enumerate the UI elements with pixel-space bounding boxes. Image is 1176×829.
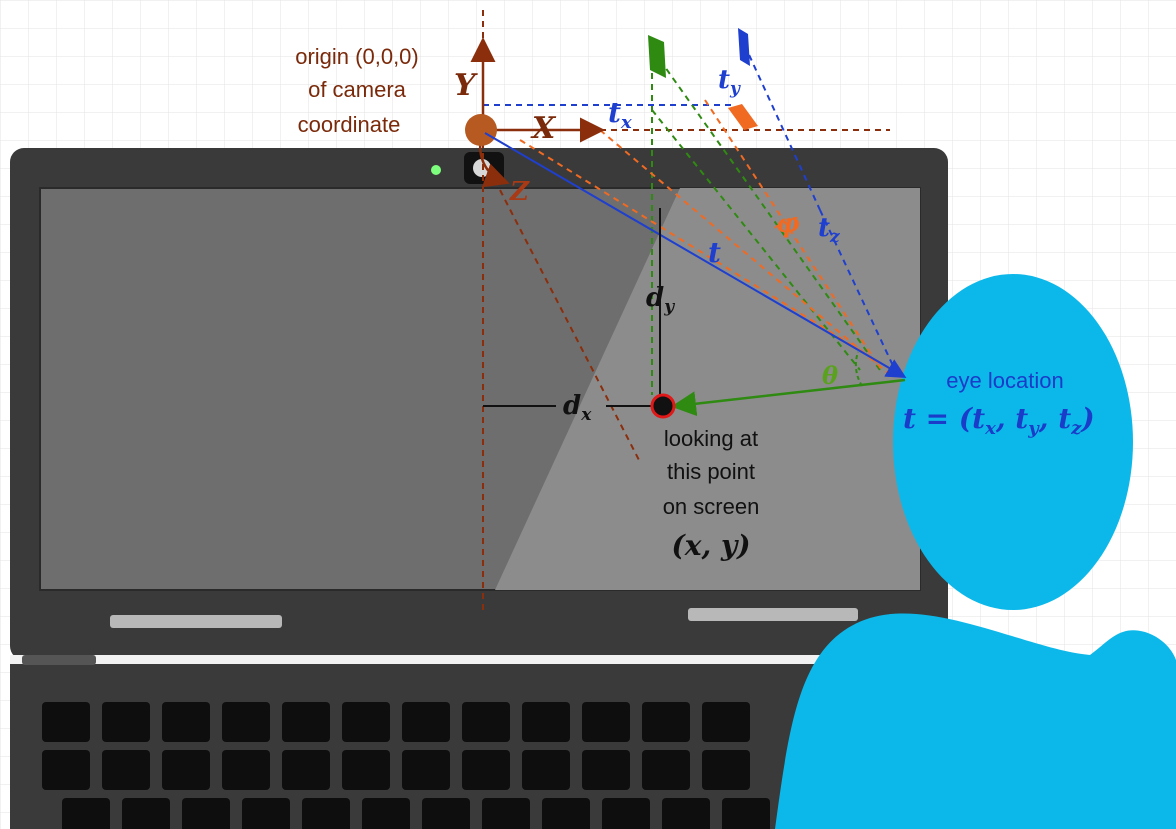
hinge-strip xyxy=(10,655,948,664)
blue-projection-plane xyxy=(738,28,750,66)
keyboard-key xyxy=(482,798,530,829)
orange-guide-2 xyxy=(704,99,881,369)
green-projection-plane xyxy=(648,35,666,78)
look-label-line1: looking at xyxy=(664,426,758,451)
webcam-indicator-light xyxy=(431,165,441,175)
keyboard-key xyxy=(242,798,290,829)
hinge-left xyxy=(22,655,96,665)
keyboard-key xyxy=(102,702,150,742)
origin-label-line3: coordinate xyxy=(298,112,401,137)
keyboard-key xyxy=(462,702,510,742)
eye-location-formula: t = (tx, ty, tz) xyxy=(903,402,1095,439)
look-label-line2: this point xyxy=(667,459,755,484)
keyboard-key xyxy=(702,702,750,742)
lid-foot-right xyxy=(688,608,858,621)
keyboard-key xyxy=(282,702,330,742)
keyboard-key xyxy=(642,702,690,742)
keyboard-key xyxy=(162,750,210,790)
z-axis-label: Z xyxy=(509,177,530,207)
keyboard-key xyxy=(462,750,510,790)
orange-guide-3 xyxy=(519,139,901,376)
origin-label: origin (0,0,0) of camera coordinate xyxy=(295,44,419,137)
keyboard-key xyxy=(302,798,350,829)
keyboard-key xyxy=(62,798,110,829)
eye-location-label: eye location xyxy=(946,368,1063,393)
keyboard-key xyxy=(102,750,150,790)
keyboard-key xyxy=(42,702,90,742)
theta-label: θ xyxy=(822,361,838,390)
orange-projection-plane xyxy=(728,104,758,130)
screen-glare xyxy=(495,188,920,590)
keyboard-key xyxy=(222,702,270,742)
gaze-vector-arrow xyxy=(671,378,906,417)
camera-origin-point xyxy=(465,114,497,146)
green-diagonal-guide xyxy=(659,59,881,371)
t-vector-label: t xyxy=(708,236,721,269)
gaze-target-point xyxy=(650,393,676,419)
dy-label: dy xyxy=(646,283,675,317)
ty-label: ty xyxy=(718,65,741,99)
keyboard-key xyxy=(342,750,390,790)
t-vector-arrow xyxy=(484,132,907,379)
origin-label-line2: of camera xyxy=(308,77,407,102)
person-head xyxy=(893,274,1133,610)
dx-label: dx xyxy=(563,391,592,425)
tz-guide-line xyxy=(819,209,896,371)
origin-label-line1: origin (0,0,0) xyxy=(295,44,419,69)
keyboard-key xyxy=(42,750,90,790)
y-axis-label: Y xyxy=(454,68,478,103)
keyboard-key xyxy=(522,702,570,742)
construction-lines xyxy=(482,10,901,615)
orange-guide-1 xyxy=(599,129,891,376)
keyboard-key xyxy=(182,798,230,829)
keyboard-key xyxy=(362,798,410,829)
keyboard-key xyxy=(722,798,770,829)
phi-angle-arc xyxy=(774,216,801,229)
tz-label: tz xyxy=(818,213,840,247)
keyboard-key xyxy=(162,702,210,742)
z-axis-extension xyxy=(499,189,641,463)
keyboard-key xyxy=(522,750,570,790)
lid-foot-left xyxy=(110,615,282,628)
keyboard-key xyxy=(282,750,330,790)
look-label-line3: on screen xyxy=(663,494,760,519)
keyboard-key xyxy=(702,750,750,790)
keyboard-key xyxy=(422,798,470,829)
person-silhouette xyxy=(775,274,1176,829)
person-body xyxy=(775,613,1176,829)
tx-label: tx xyxy=(608,96,632,133)
keyboard-key xyxy=(662,798,710,829)
keyboard xyxy=(42,702,770,829)
keyboard-key xyxy=(222,750,270,790)
keyboard-key xyxy=(642,750,690,790)
look-point-label: looking at this point on screen (x, y) xyxy=(663,426,760,562)
phi-label: φ xyxy=(776,209,800,239)
keyboard-key xyxy=(542,798,590,829)
look-point-coordinates: (x, y) xyxy=(672,529,751,562)
x-axis-label: X xyxy=(530,111,557,146)
keyboard-key xyxy=(122,798,170,829)
keyboard-key xyxy=(582,702,630,742)
keyboard-key xyxy=(582,750,630,790)
keyboard-key xyxy=(402,702,450,742)
theta-angle-arc xyxy=(854,351,863,387)
keyboard-key xyxy=(402,750,450,790)
keyboard-key xyxy=(602,798,650,829)
green-diagonal-guide-2 xyxy=(651,109,861,371)
keyboard-key xyxy=(342,702,390,742)
